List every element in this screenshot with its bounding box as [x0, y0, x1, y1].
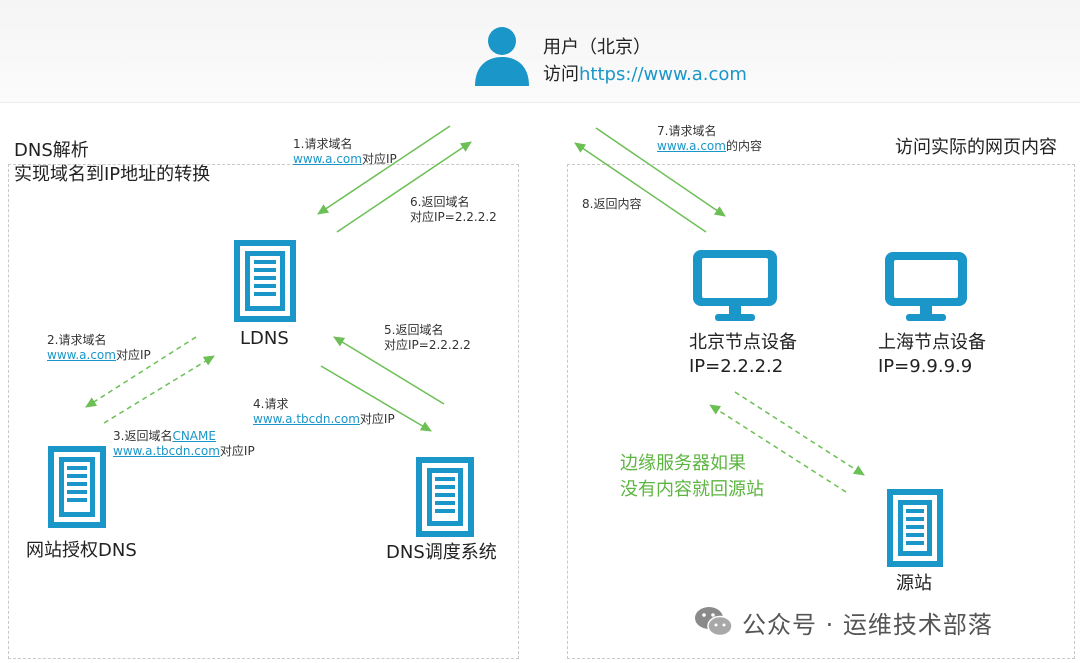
- arrow-step1: [317, 125, 451, 215]
- user-icon: [473, 24, 531, 88]
- step5-line1: 5.返回域名: [384, 323, 444, 337]
- web-content-panel: [567, 164, 1075, 659]
- step5-label: 5.返回域名 对应IP=2.2.2.2: [384, 323, 471, 353]
- shanghai-node-name: 上海节点设备: [878, 332, 986, 353]
- step2-label: 2.请求域名 www.a.com对应IP: [47, 333, 151, 363]
- step3-suffix: 对应IP: [219, 444, 255, 458]
- beijing-node-name: 北京节点设备: [689, 332, 797, 353]
- auth-dns-label: 网站授权DNS: [26, 540, 137, 561]
- step4-suffix: 对应IP: [359, 412, 395, 426]
- step2-line1: 2.请求域名: [47, 333, 107, 347]
- arrow-to-origin: [734, 391, 865, 476]
- step7-suffix: 的内容: [725, 139, 762, 153]
- dns-panel-title: DNS解析 实现域名到IP地址的转换: [14, 139, 210, 187]
- arrow-step4: [320, 365, 432, 432]
- step4-link[interactable]: www.a.tbcdn.com: [253, 412, 360, 426]
- watermark-text: 公众号 · 运维技术部落: [742, 611, 993, 639]
- origin-server-icon: [887, 489, 943, 567]
- dns-sched-label: DNS调度系统: [386, 542, 497, 563]
- dns-resolution-panel: [8, 164, 519, 659]
- user-location-label: 用户（北京）: [543, 37, 651, 58]
- step2-line2: www.a.com对应IP: [47, 348, 151, 363]
- origin-label: 源站: [896, 573, 932, 594]
- edge-note-line1: 边缘服务器如果: [620, 453, 746, 474]
- arrow-step5: [333, 336, 445, 405]
- step3-link[interactable]: www.a.tbcdn.com: [113, 444, 220, 458]
- arrow-step6: [336, 141, 472, 233]
- edge-fallback-note: 边缘服务器如果 没有内容就回源站: [620, 451, 764, 503]
- step2-link[interactable]: www.a.com: [47, 348, 116, 362]
- step8-label: 8.返回内容: [582, 197, 642, 211]
- step7-link[interactable]: www.a.com: [657, 139, 726, 153]
- auth-dns-server-icon: [48, 446, 106, 528]
- step4-label: 4.请求 www.a.tbcdn.com对应IP: [253, 397, 395, 427]
- step6-line2: 对应IP=2.2.2.2: [410, 210, 497, 224]
- shanghai-monitor-icon: [885, 252, 967, 322]
- shanghai-node-label: 上海节点设备 IP=9.9.9.9: [878, 331, 986, 379]
- dns-panel-title-line1: DNS解析: [14, 140, 89, 161]
- ldns-label: LDNS: [240, 328, 289, 349]
- step3-line2: www.a.tbcdn.com对应IP: [113, 444, 255, 459]
- step4-line1: 4.请求: [253, 397, 289, 411]
- step1-label: 1.请求域名 www.a.com对应IP: [293, 137, 397, 167]
- step3-line1: 3.返回域名CNAME: [113, 429, 255, 444]
- wechat-icon: [694, 604, 734, 640]
- ldns-server-icon: [234, 240, 296, 322]
- beijing-node-ip: IP=2.2.2.2: [689, 356, 784, 377]
- beijing-node-label: 北京节点设备 IP=2.2.2.2: [689, 331, 797, 379]
- step3-cname-link[interactable]: CNAME: [172, 429, 216, 443]
- edge-note-line2: 没有内容就回源站: [620, 479, 764, 500]
- dns-panel-title-line2: 实现域名到IP地址的转换: [14, 164, 211, 185]
- step5-line2: 对应IP=2.2.2.2: [384, 338, 471, 352]
- user-access-line: 访问https://www.a.com: [543, 60, 747, 86]
- step6-line1: 6.返回域名: [410, 195, 470, 209]
- step2-suffix: 对应IP: [115, 348, 151, 362]
- dns-sched-server-icon: [416, 457, 474, 537]
- user-access-url[interactable]: https://www.a.com: [579, 64, 747, 85]
- step3-prefix: 3.返回域名: [113, 429, 173, 443]
- arrow-step7: [595, 127, 726, 217]
- beijing-monitor-icon: [693, 250, 777, 322]
- step1-link[interactable]: www.a.com: [293, 152, 362, 166]
- step6-label: 6.返回域名 对应IP=2.2.2.2: [410, 195, 497, 225]
- step1-line2: www.a.com对应IP: [293, 152, 397, 167]
- user-access-prefix: 访问: [543, 64, 579, 85]
- step7-label: 7.请求域名 www.a.com的内容: [657, 124, 762, 154]
- step3-label: 3.返回域名CNAME www.a.tbcdn.com对应IP: [113, 429, 255, 459]
- header-band: [0, 0, 1080, 103]
- step4-line2: www.a.tbcdn.com对应IP: [253, 412, 395, 427]
- step7-line1: 7.请求域名: [657, 124, 717, 138]
- arrow-step8: [574, 142, 707, 233]
- arrow-step3: [103, 355, 215, 424]
- web-panel-title: 访问实际的网页内容: [895, 137, 1057, 158]
- step1-line1: 1.请求域名: [293, 137, 353, 151]
- step1-suffix: 对应IP: [361, 152, 397, 166]
- arrow-step2: [85, 336, 197, 408]
- step7-line2: www.a.com的内容: [657, 139, 762, 154]
- shanghai-node-ip: IP=9.9.9.9: [878, 356, 973, 377]
